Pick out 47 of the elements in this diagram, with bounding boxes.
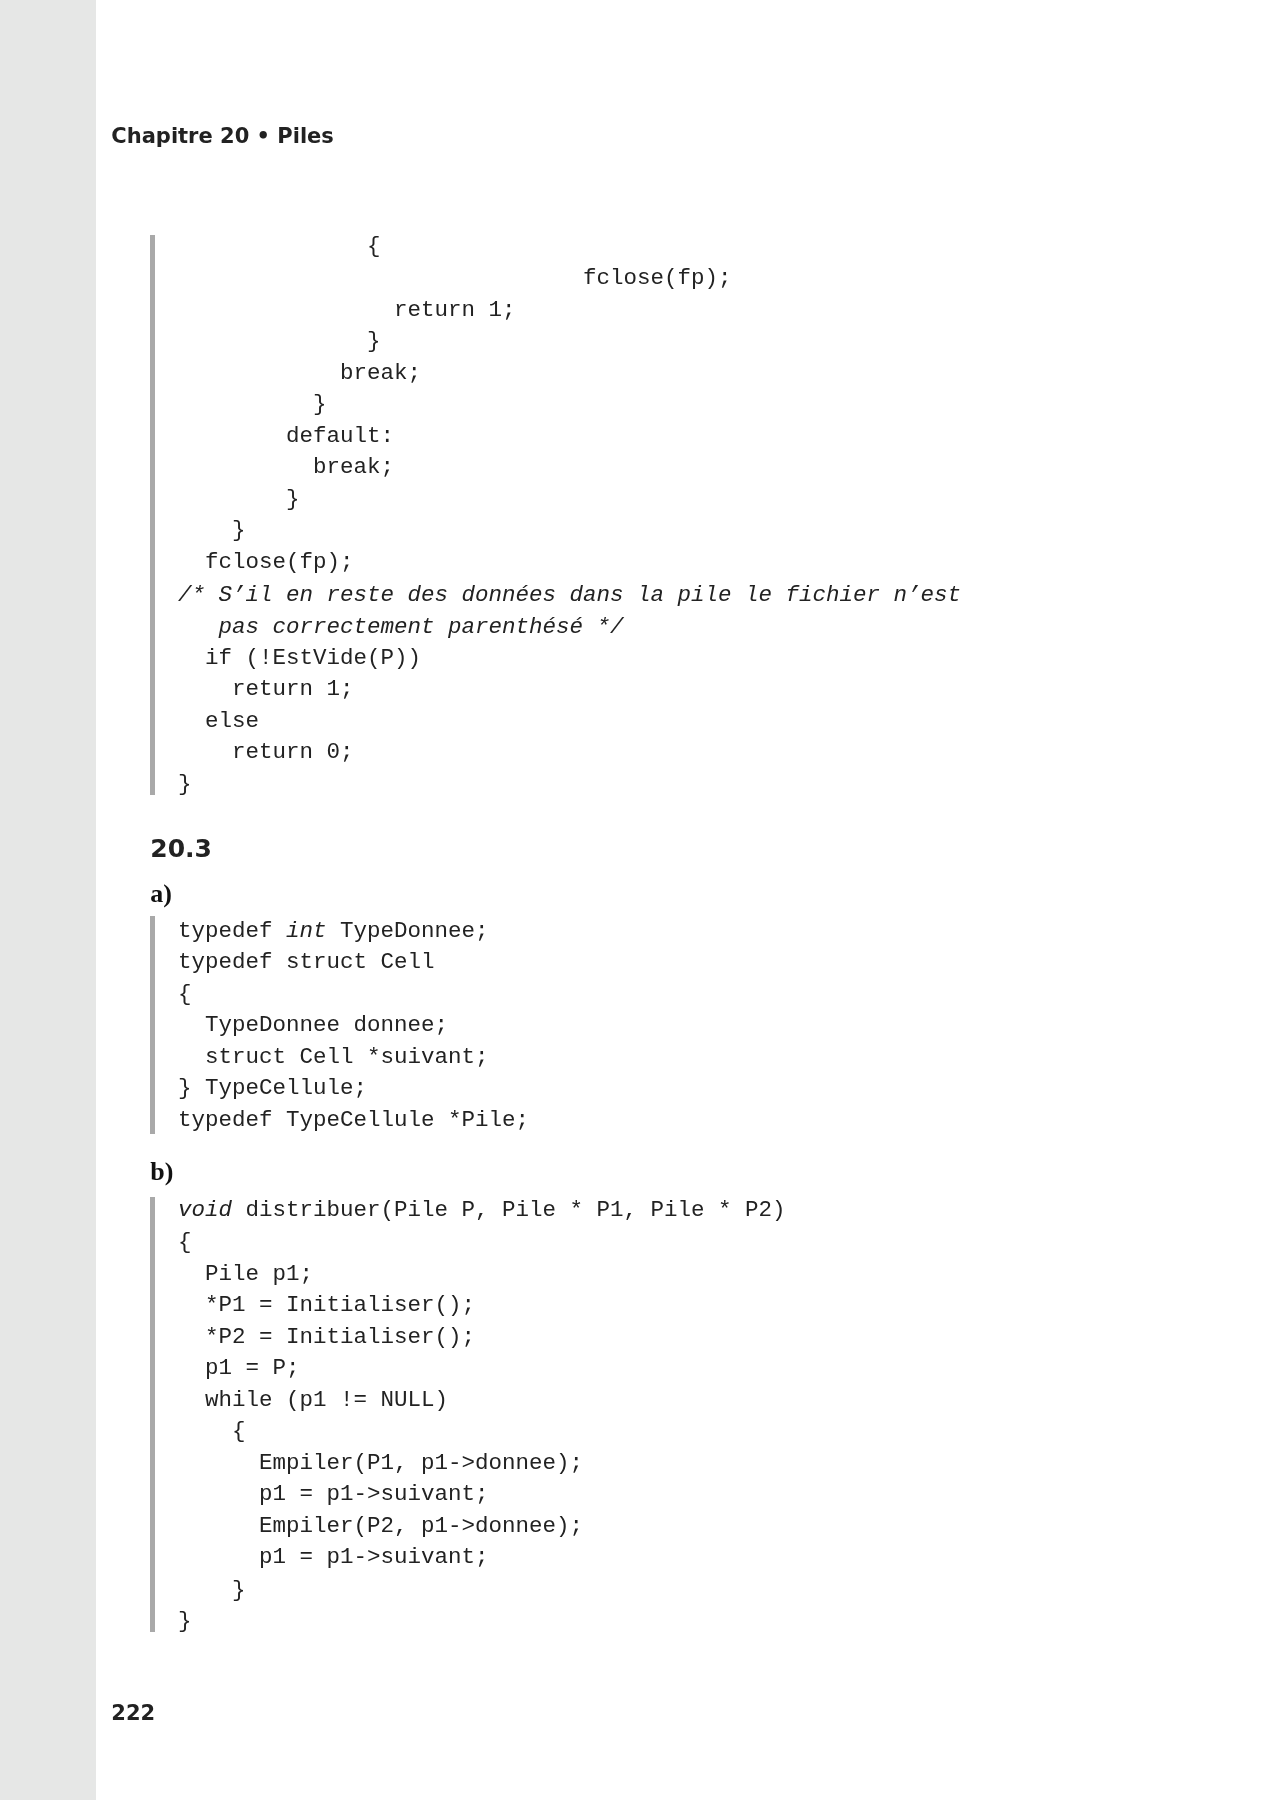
code-comment: /* S’il en reste des données dans la pile le fichier n’est — [177, 581, 961, 609]
code-line: p1 = p1->suivant; — [258, 1481, 489, 1509]
code-line: return 1; — [231, 675, 354, 703]
section-number: 20.3 — [150, 834, 212, 865]
code-line: return 0; — [231, 738, 354, 766]
code-line: break; — [312, 454, 394, 482]
code-line: { — [366, 232, 381, 260]
code-line: return 1; — [393, 297, 516, 324]
code-line: else — [204, 707, 259, 735]
code-comment: pas correctement parenthésé */ — [218, 613, 624, 641]
running-header: Chapitre 20 • Piles — [111, 123, 334, 149]
code-line: } TypeCellule; — [177, 1075, 367, 1103]
code-line: } — [285, 486, 300, 514]
code-line: typedef struct Cell — [177, 948, 435, 976]
code-line: p1 = P; — [204, 1355, 300, 1383]
code-line: Pile p1; — [204, 1261, 313, 1288]
code-line: default: — [285, 423, 394, 451]
code-line: *P1 = Initialiser(); — [204, 1292, 475, 1319]
code-line: } — [177, 1607, 192, 1635]
code-line: TypeDonnee; — [339, 917, 489, 945]
code-line: } — [231, 517, 246, 545]
code-line: Empiler(P1, p1->donnee); — [258, 1450, 583, 1478]
code-comment: int — [285, 917, 327, 945]
page-number: 222 — [111, 1700, 156, 1726]
code-line: p1 = p1->suivant; — [258, 1544, 489, 1572]
code-line: fclose(fp); — [204, 549, 354, 577]
code-line: *P2 = Initialiser(); — [204, 1324, 475, 1352]
part-label: a) — [150, 879, 172, 909]
code-line: { — [231, 1418, 246, 1446]
code-line: } — [312, 391, 327, 419]
code-line: if (!EstVide(P)) — [204, 644, 421, 672]
code-line: { — [177, 980, 192, 1008]
part-label: b) — [150, 1156, 174, 1187]
code-line: Empiler(P2, p1->donnee); — [258, 1513, 583, 1541]
code-line: } — [366, 328, 381, 355]
code-line: distribuer(Pile P, Pile * P1, Pile * P2) — [245, 1196, 786, 1224]
code-line: typedef TypeCellule *Pile; — [177, 1107, 529, 1135]
code-line: while (p1 != NULL) — [204, 1387, 448, 1415]
code-line: } — [177, 770, 192, 798]
code-line: break; — [339, 360, 421, 388]
code-line: } — [231, 1576, 246, 1604]
code-line: struct Cell *suivant; — [204, 1044, 489, 1072]
code-line: { — [177, 1228, 192, 1256]
code-line: typedef — [177, 917, 273, 945]
code-line: TypeDonnee donnee; — [204, 1011, 448, 1039]
code-line: fclose(fp); — [582, 264, 732, 292]
code-comment: void — [177, 1196, 232, 1224]
